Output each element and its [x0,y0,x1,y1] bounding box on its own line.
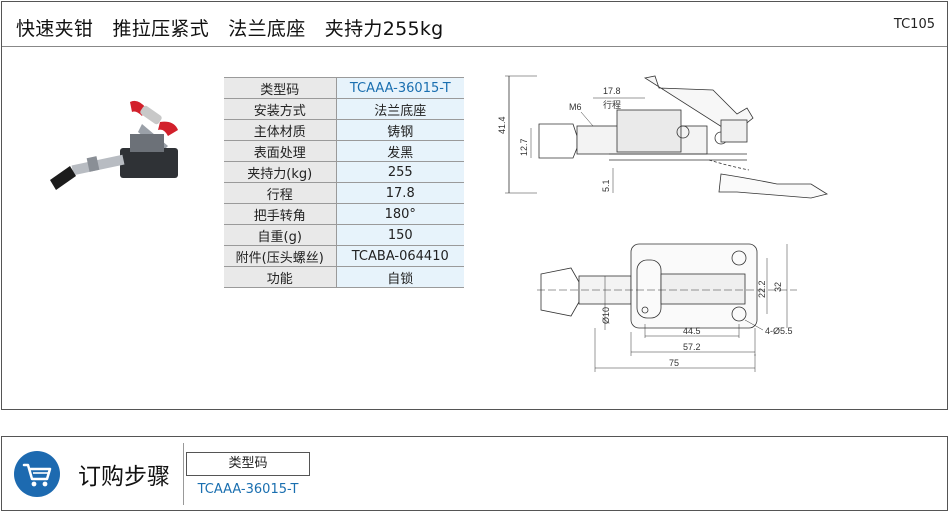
spec-row: 主体材质铸钢 [224,119,464,141]
order-divider [183,443,184,505]
technical-drawing: 41.4 17.8 行程 M6 12.7 5.1 [497,75,829,372]
dim-22-2: 22.2 [757,280,767,298]
dim-75: 75 [669,358,679,368]
spec-key: 夹持力(kg) [224,161,337,183]
spec-row: 自重(g)150 [224,224,464,246]
product-photo [50,100,178,190]
spec-key: 功能 [224,266,337,288]
dim-41-4: 41.4 [497,116,507,134]
dim-stroke-label: 行程 [603,99,621,110]
spec-key: 行程 [224,182,337,204]
order-steps-title: 订购步骤 [78,464,170,490]
spec-row: 附件(压头螺丝)TCABA-064410 [224,245,464,267]
dim-44-5: 44.5 [683,326,701,336]
dim-17-8: 17.8 [603,86,621,96]
spec-key: 类型码 [224,77,337,99]
spec-value: 17.8 [336,182,464,204]
spec-row: 安装方式法兰底座 [224,98,464,120]
dim-32: 32 [773,282,783,292]
title-divider [2,46,947,47]
spec-value: 150 [336,224,464,246]
dim-holes: 4-Ø5.5 [765,326,793,336]
spec-value: 255 [336,161,464,183]
spec-key: 附件(压头螺丝) [224,245,337,267]
spec-value: 铸钢 [336,119,464,141]
top-view: 22.2 32 Ø10 44.5 57.2 75 4-Ø5.5 [537,243,797,372]
shopping-cart-icon [14,451,60,497]
page-title: 快速夹钳 推拉压紧式 法兰底座 夹持力255kg [16,18,444,40]
type-code-value[interactable]: TCAAA-36015-T [197,482,299,497]
spec-key: 表面处理 [224,140,337,162]
dim-5-1: 5.1 [601,179,611,192]
spec-key: 把手转角 [224,203,337,225]
dim-12-7: 12.7 [519,138,529,156]
spec-row: 表面处理发黑 [224,140,464,162]
spec-value: 发黑 [336,140,464,162]
dim-m6: M6 [569,102,582,112]
spec-value[interactable]: TCAAA-36015-T [336,77,464,99]
spec-value: 法兰底座 [336,98,464,120]
product-code: TC105 [893,17,935,32]
spec-key: 安装方式 [224,98,337,120]
type-code-label: 类型码 [186,452,310,476]
dim-phi10: Ø10 [601,307,611,324]
spec-row: 功能自锁 [224,266,464,288]
spec-key: 主体材质 [224,119,337,141]
spec-value: TCABA-064410 [336,245,464,267]
dim-57-2: 57.2 [683,342,701,352]
spec-key: 自重(g) [224,224,337,246]
spec-value: 180° [336,203,464,225]
spec-row: 夹持力(kg)255 [224,161,464,183]
side-view: 41.4 17.8 行程 M6 12.7 5.1 [497,75,829,199]
order-panel: 订购步骤 类型码 TCAAA-36015-T [1,436,948,511]
spec-value: 自锁 [336,266,464,288]
